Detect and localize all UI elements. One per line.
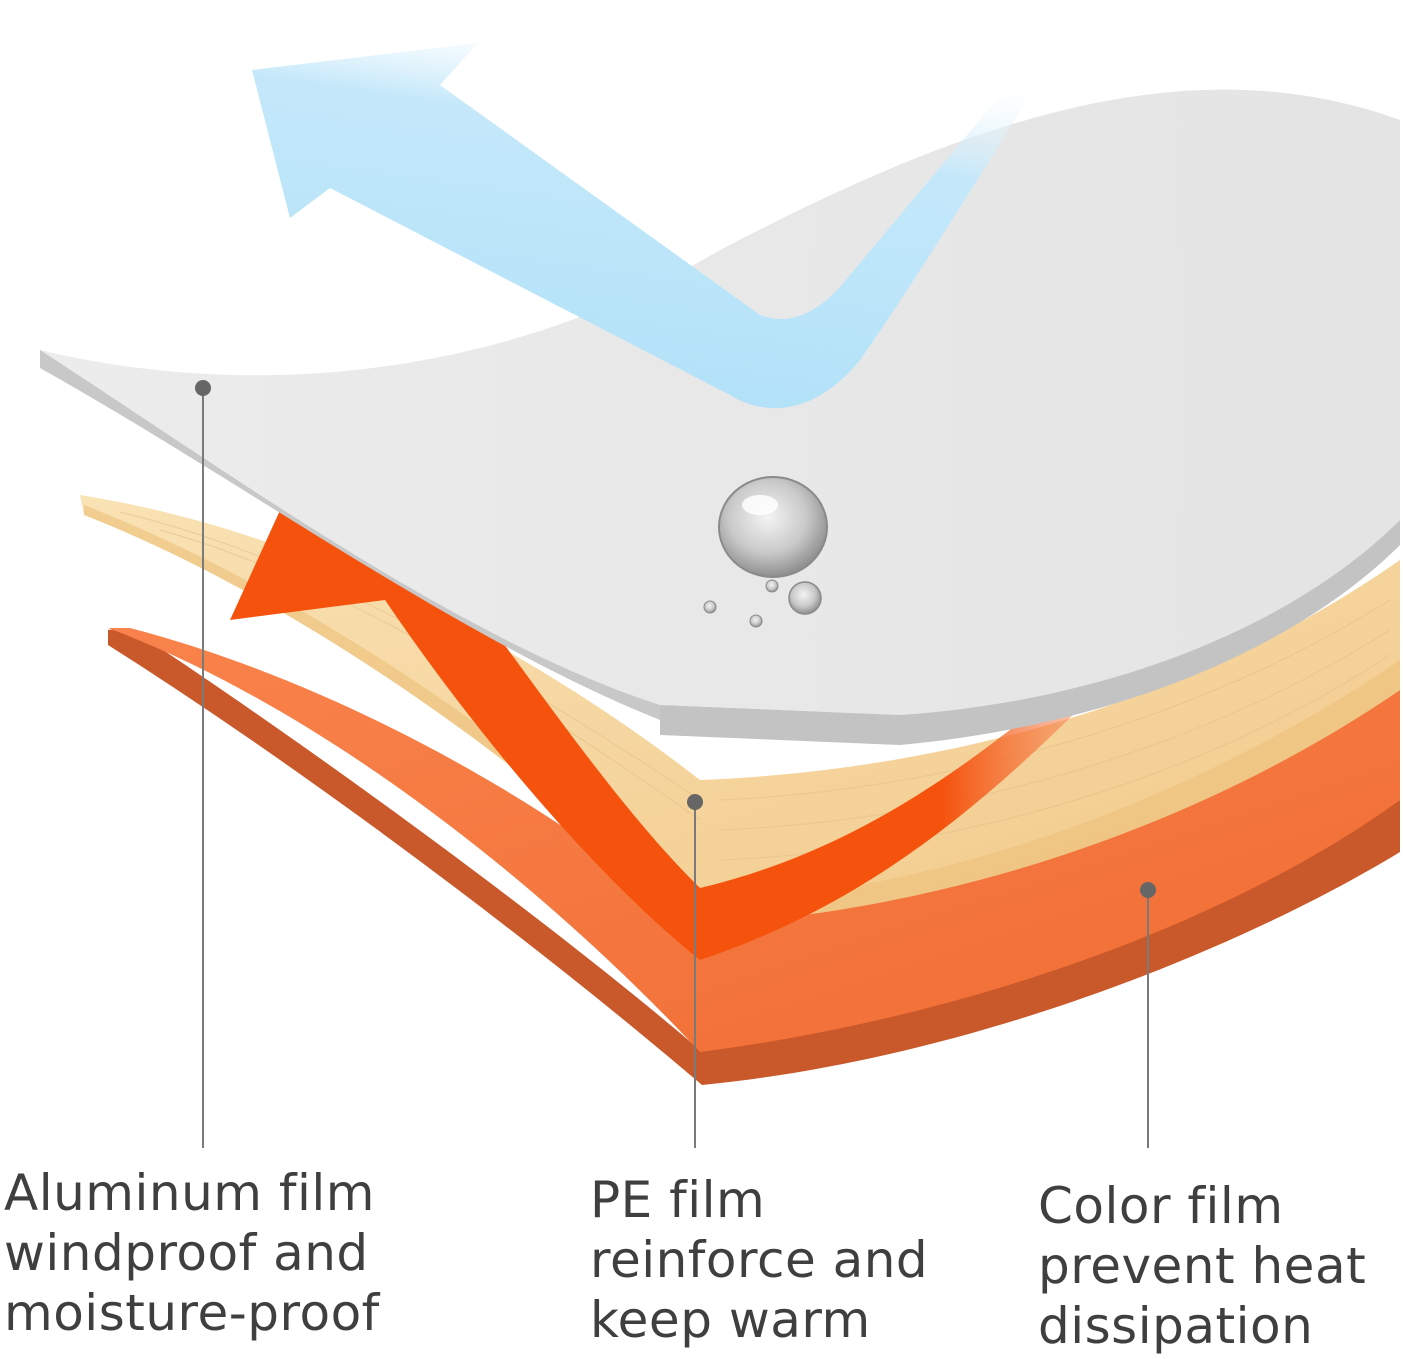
blue-arrow-icon bbox=[252, 0, 1092, 409]
color-film-title: Color film bbox=[1038, 1177, 1284, 1235]
aluminum-film-label: Aluminum film windproof and moisture-pro… bbox=[4, 1163, 380, 1343]
leader-lines bbox=[195, 380, 1156, 1148]
aluminum-film-title: Aluminum film bbox=[4, 1164, 375, 1222]
aluminum-film-line-1: windproof and bbox=[4, 1224, 369, 1282]
aluminum-film-layer bbox=[40, 89, 1400, 745]
pe-film-title: PE film bbox=[590, 1171, 766, 1229]
color-marker bbox=[1140, 882, 1156, 898]
pe-film-line-1: reinforce and bbox=[590, 1231, 929, 1289]
color-film-line-2: dissipation bbox=[1038, 1297, 1314, 1355]
cold-air-arrow bbox=[252, 0, 1092, 409]
pe-film-line-2: keep warm bbox=[590, 1291, 871, 1349]
color-film-label: Color film prevent heat dissipation bbox=[1038, 1176, 1366, 1356]
pe-film-label: PE film reinforce and keep warm bbox=[590, 1170, 928, 1350]
color-film-layer bbox=[108, 628, 1400, 1085]
aluminum-film-line-2: moisture-proof bbox=[4, 1284, 380, 1342]
color-film-line-1: prevent heat bbox=[1038, 1237, 1367, 1295]
water-droplet-icon bbox=[703, 476, 828, 628]
pe-marker bbox=[687, 794, 703, 810]
aluminum-marker bbox=[195, 380, 211, 396]
